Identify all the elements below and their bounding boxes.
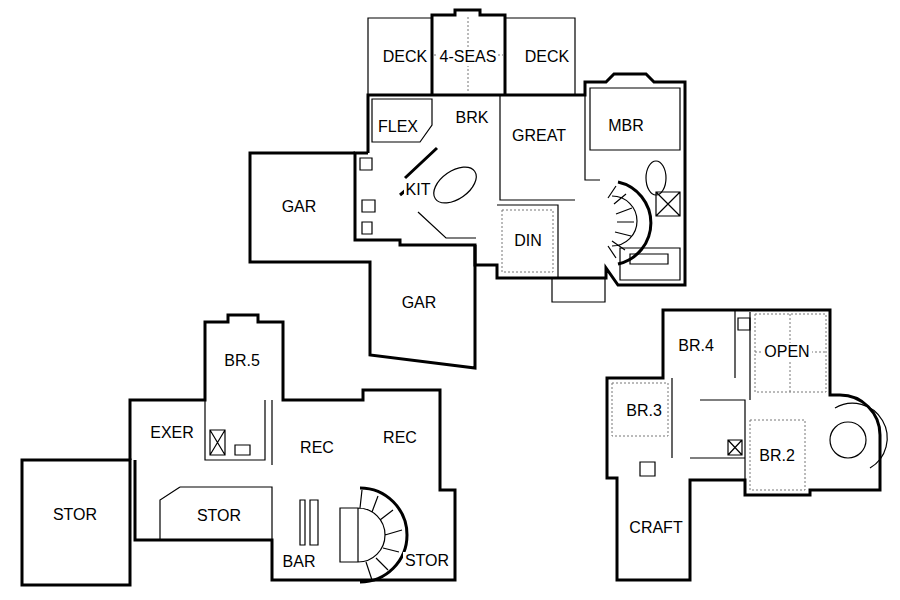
room-name: BR.5 [222,352,262,370]
room-name: BR.3 [624,402,664,420]
room-name: REC [298,439,336,457]
stair [618,182,651,264]
room: REC [381,429,419,447]
interior-wall [497,82,600,278]
upper-floor [607,310,887,580]
room: BR.5 [222,352,262,370]
upper-wall [607,310,880,580]
room-name: BAR [281,553,318,571]
bath-vanity [620,248,680,280]
stair-tread [835,403,887,468]
house-wall [355,74,685,285]
ceiling [612,383,805,490]
kitchen-island [427,160,482,210]
interior-wall [160,400,272,540]
open-grid [755,314,826,392]
room-name: OPEN [762,343,811,361]
room: GAR [280,198,319,216]
room: DECK [523,48,571,66]
room-name: 4-SEAS [438,48,499,66]
room-name: STOR [403,552,451,570]
room: BR.4 [676,337,716,355]
room-name: KIT [404,181,433,199]
room-name: GREAT [510,127,568,145]
room: OPEN [762,343,811,361]
room-name: BR.2 [757,447,797,465]
room-name: REC [381,429,419,447]
room-name: BR.4 [676,337,716,355]
room-name: GAR [400,294,439,312]
room-name: STOR [195,507,243,525]
room: FLEX [376,118,420,136]
room-name: BRK [454,109,491,127]
room: GAR [400,294,439,312]
kitchen-counter [418,212,476,238]
room-name: EXER [148,424,196,442]
room: BRK [454,109,491,127]
room: GREAT [510,127,568,145]
storage-wall [22,460,130,585]
room-name: DECK [523,48,571,66]
room: BR.3 [624,402,664,420]
room-name: FLEX [376,118,420,136]
stair [360,488,407,582]
room-name: GAR [280,198,319,216]
room-name: STOR [51,506,99,524]
room: STOR [403,552,451,570]
stair [830,422,866,458]
fixture [360,158,375,234]
main-floor [250,10,685,368]
room: DECK [381,48,429,66]
room-name: DIN [512,232,544,250]
room: KIT [404,181,433,199]
bar-counter [300,500,318,545]
mbr-tray [590,88,680,150]
bathtub [646,161,666,195]
room-name: CRAFT [627,519,684,537]
sunroom-wall [432,10,505,95]
porch [552,278,605,302]
din-ceiling [502,210,553,272]
basement [22,315,455,585]
room: STOR [51,506,99,524]
room: EXER [148,424,196,442]
room: REC [298,439,336,457]
room: 4-SEAS [438,48,499,66]
room: DIN [512,232,544,250]
room-name: DECK [381,48,429,66]
room: BR.2 [757,447,797,465]
room: STOR [195,507,243,525]
fixture [210,430,250,455]
shower [656,192,680,216]
room: MBR [606,117,646,135]
deck-wall [368,18,575,95]
room: BAR [281,553,318,571]
fixture [640,318,750,476]
flex-wall [372,99,432,142]
stair-tread [340,490,402,580]
sunroom-grid [434,17,503,93]
stair-tread [608,186,637,258]
room-name: MBR [606,117,646,135]
room: CRAFT [627,519,684,537]
